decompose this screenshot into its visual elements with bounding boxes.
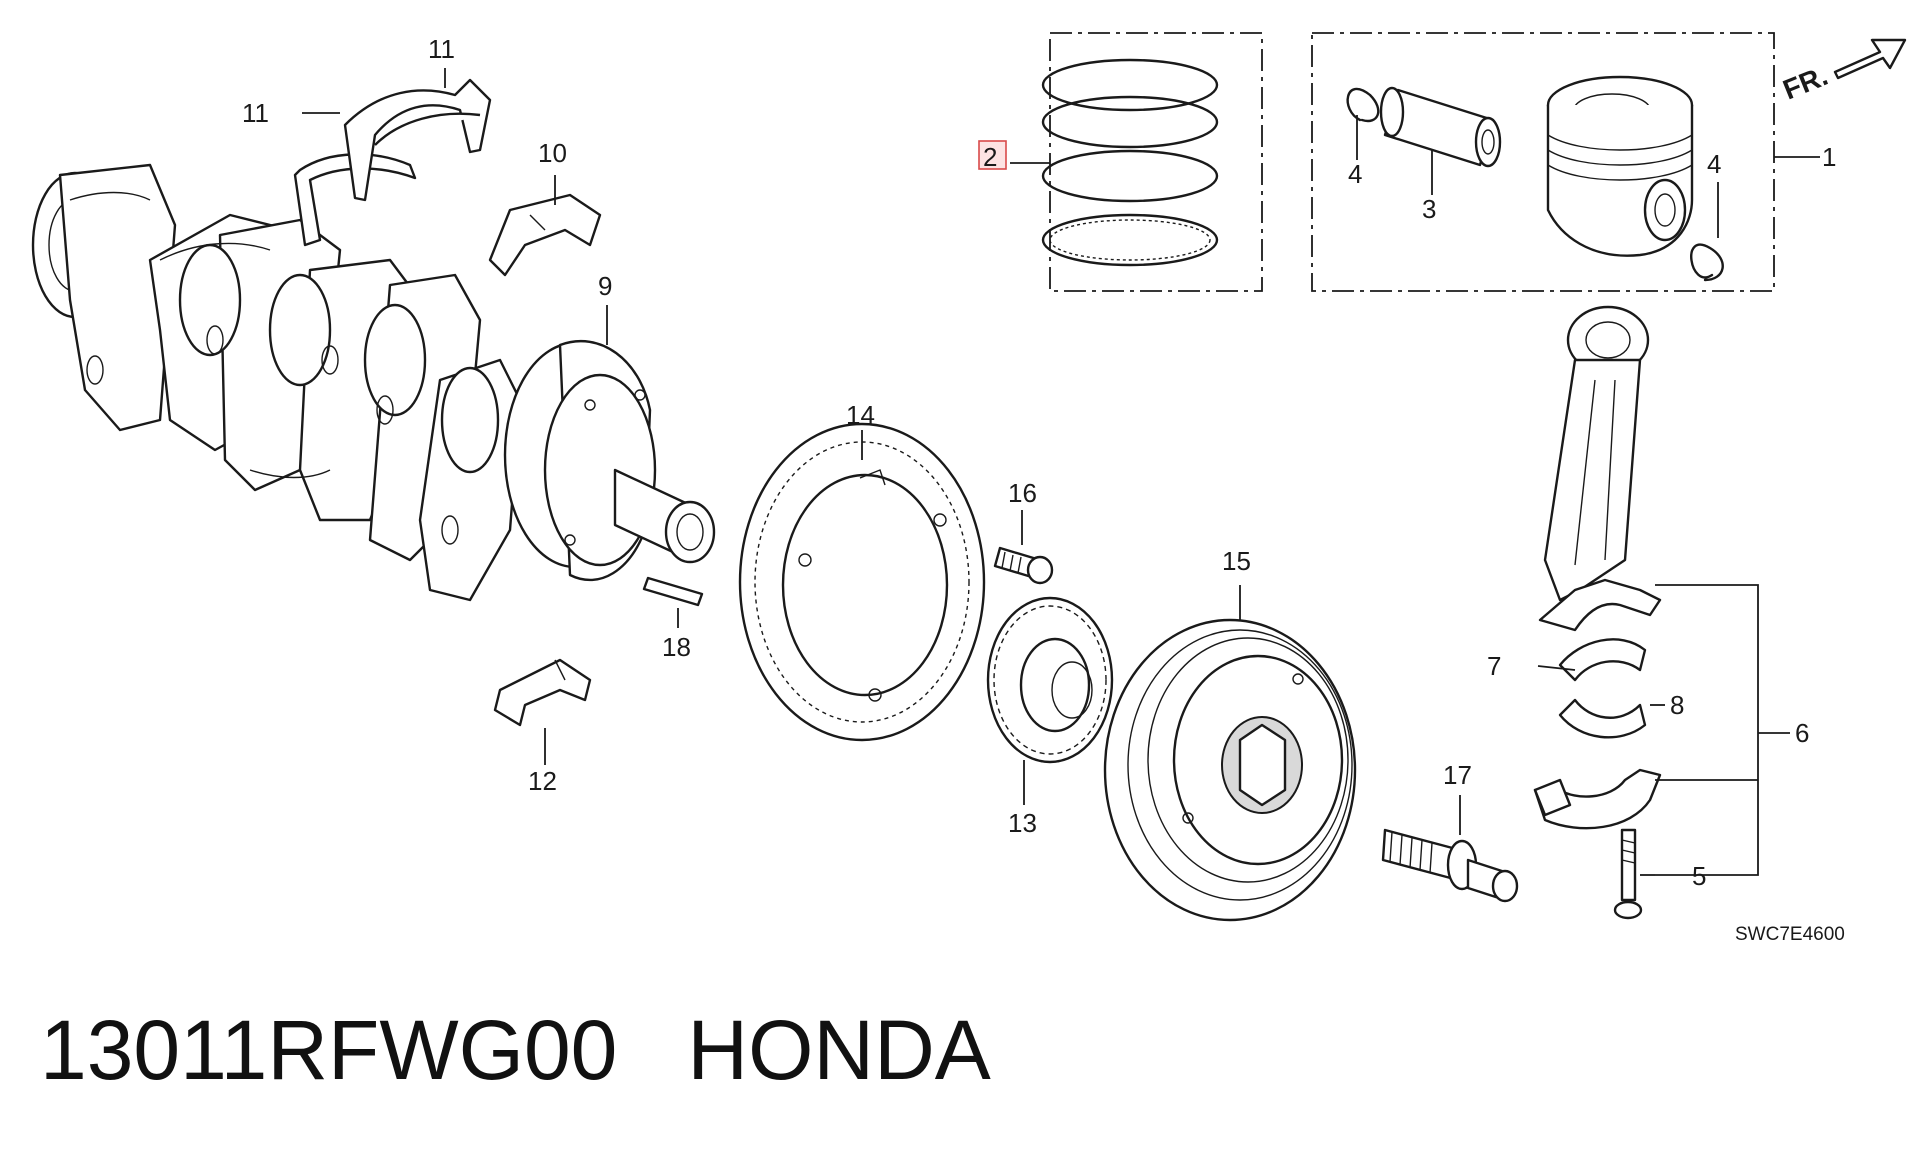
callout-7: 7 bbox=[1487, 651, 1501, 681]
main-bearing-lower bbox=[493, 658, 592, 727]
main-bearing-upper bbox=[488, 193, 602, 277]
callout-11a: 11 bbox=[242, 98, 269, 128]
callout-14: 14 bbox=[846, 400, 875, 430]
callout-17: 17 bbox=[1443, 760, 1472, 790]
piston-rings bbox=[1041, 58, 1219, 267]
callout-6: 6 bbox=[1795, 718, 1809, 748]
piston-pin bbox=[1379, 86, 1502, 168]
callout-2: 2 bbox=[983, 142, 997, 172]
crank-sprocket bbox=[986, 596, 1114, 764]
callout-8: 8 bbox=[1670, 690, 1684, 720]
callout-5: 5 bbox=[1692, 861, 1706, 891]
callout-3: 3 bbox=[1422, 194, 1436, 224]
brand-name: HONDA bbox=[687, 1003, 991, 1097]
callout-4b: 4 bbox=[1707, 149, 1721, 179]
crank-pulley bbox=[1103, 618, 1357, 922]
callout-15: 15 bbox=[1222, 546, 1251, 576]
callout-18: 18 bbox=[662, 632, 691, 662]
flange-bolt bbox=[993, 546, 1054, 585]
callout-13: 13 bbox=[1008, 808, 1037, 838]
connecting-rod bbox=[1533, 305, 1662, 920]
callout-12: 12 bbox=[528, 766, 557, 796]
tone-wheel bbox=[738, 422, 986, 742]
callout-11b: 11 bbox=[428, 34, 455, 64]
highlight-box bbox=[978, 140, 1007, 170]
ring-set-box bbox=[1049, 32, 1263, 292]
callout-10: 10 bbox=[538, 138, 567, 168]
direction-marker: FR. bbox=[1779, 60, 1832, 106]
drawing-code: SWC7E4600 bbox=[1735, 924, 1845, 945]
thrust-washers bbox=[293, 78, 492, 247]
callout-9: 9 bbox=[598, 271, 612, 301]
leader-lines bbox=[302, 68, 1820, 876]
part-caption: 13011RFWG00 HONDA bbox=[40, 1008, 991, 1092]
callout-1: 1 bbox=[1822, 142, 1836, 172]
crankshaft bbox=[31, 163, 716, 602]
crank-key bbox=[642, 576, 704, 607]
piston-set-box bbox=[1311, 32, 1775, 292]
piston-pin-clips bbox=[1346, 87, 1724, 282]
callout-16: 16 bbox=[1008, 478, 1037, 508]
callouts: 1 2 3 4 4 5 6 7 8 9 10 11 11 12 13 14 16… bbox=[242, 34, 1836, 891]
callout-4a: 4 bbox=[1348, 159, 1362, 189]
piston bbox=[1546, 75, 1694, 257]
part-number: 13011RFWG00 bbox=[40, 1003, 618, 1097]
front-arrow-icon bbox=[1833, 38, 1907, 80]
pulley-bolt bbox=[1381, 828, 1519, 903]
